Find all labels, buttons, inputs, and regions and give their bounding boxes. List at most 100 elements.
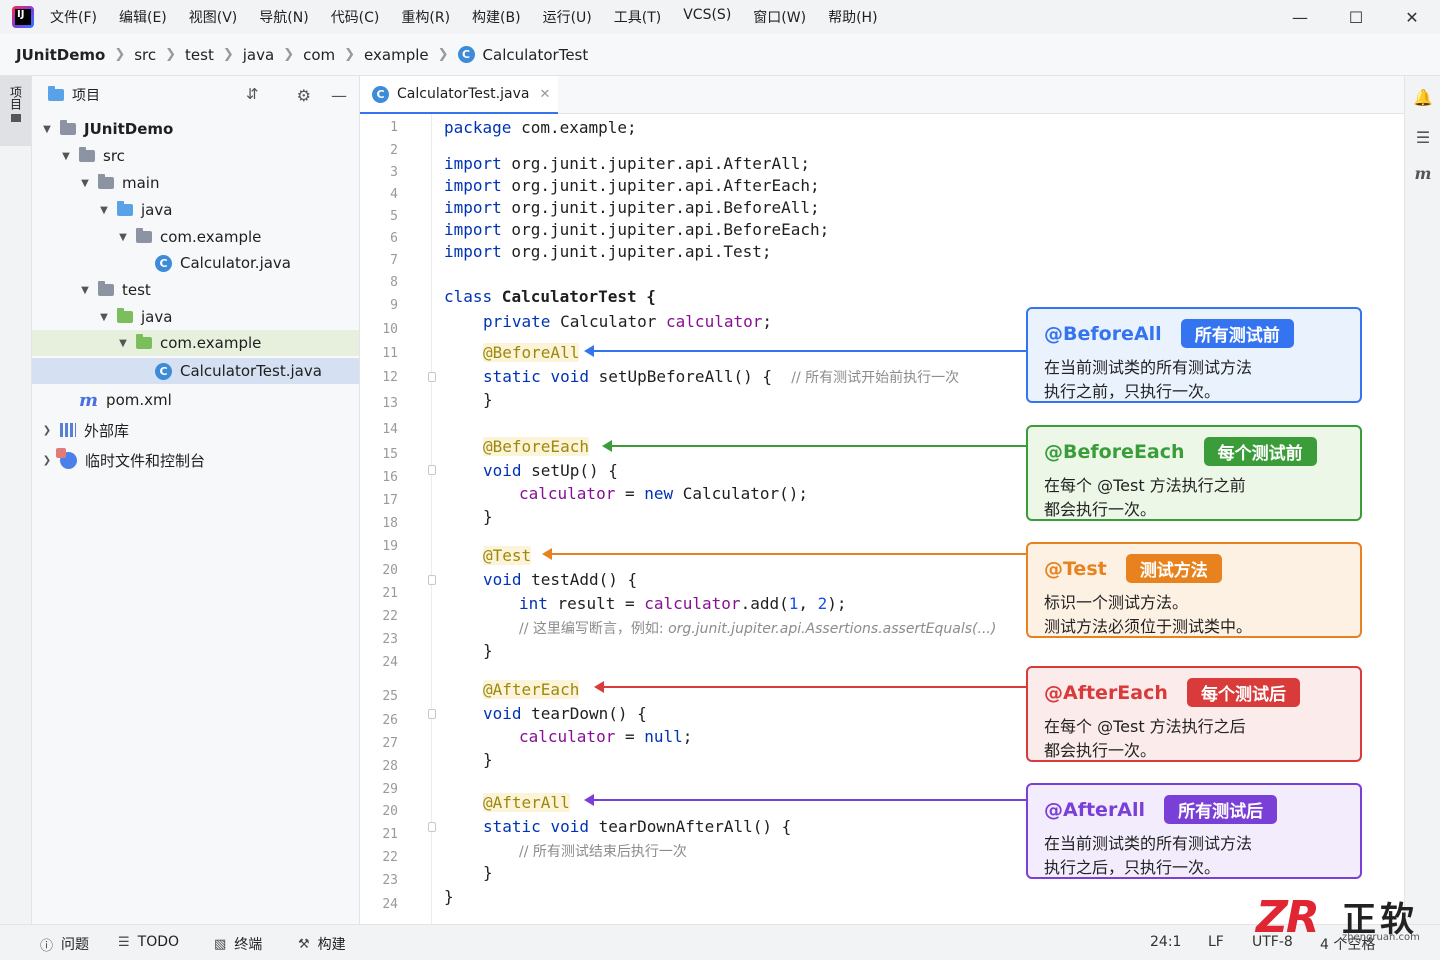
build-button[interactable]: ⚒构建 (298, 934, 346, 954)
file-encoding[interactable]: UTF-8 (1252, 934, 1293, 950)
menu-build[interactable]: 构建(B) (472, 10, 521, 26)
line-number: 20 (382, 563, 398, 578)
database-icon[interactable]: ☰ (1415, 128, 1431, 147)
chevron-down-icon[interactable]: ▼ (81, 284, 89, 296)
tree-item[interactable]: ▼main (32, 170, 359, 196)
hide-panel-icon[interactable]: — (331, 86, 347, 105)
line-number: 29 (382, 782, 398, 797)
maximize-icon[interactable]: ☐ (1348, 7, 1364, 27)
tree-item[interactable]: ▼com.example (32, 330, 359, 356)
callout-badge: 所有测试前 (1180, 319, 1294, 348)
line-number: 12 (382, 370, 398, 385)
project-tool-tab-label: 项目 (8, 86, 23, 110)
menu-run[interactable]: 运行(U) (542, 10, 592, 26)
breadcrumb-com[interactable]: com (303, 45, 336, 64)
folder-icon (98, 281, 114, 296)
notifications-icon[interactable]: 🔔 (1413, 88, 1433, 107)
close-icon[interactable]: ✕ (1405, 7, 1419, 27)
chevron-down-icon[interactable]: ▼ (62, 150, 70, 162)
app-logo-icon[interactable]: IJ (12, 6, 34, 28)
line-number: 27 (382, 736, 398, 751)
tree-item[interactable]: ▼com.example (32, 224, 359, 250)
chevron-down-icon[interactable]: ▼ (100, 204, 108, 216)
breadcrumb-java[interactable]: java (242, 45, 275, 64)
terminal-button[interactable]: ▧终端 (214, 934, 262, 954)
line-separator[interactable]: LF (1208, 934, 1224, 950)
class-icon: C (155, 254, 172, 272)
project-panel-title[interactable]: 项目 (72, 88, 100, 104)
tree-item[interactable]: ▼java (32, 304, 359, 330)
test-folder-icon (117, 308, 133, 323)
tree-item-label: src (103, 147, 125, 165)
maven-icon[interactable]: m (1414, 164, 1432, 183)
project-tool-tab[interactable]: 项目 (0, 76, 31, 146)
maven-icon: m (79, 389, 99, 411)
chevron-down-icon[interactable]: ▼ (81, 177, 89, 189)
callout-badge: 测试方法 (1125, 554, 1222, 583)
menu-navigate[interactable]: 导航(N) (259, 10, 309, 26)
menu-view[interactable]: 视图(V) (188, 10, 238, 26)
menu-vcs[interactable]: VCS(S) (683, 7, 732, 23)
class-icon: C (372, 85, 389, 103)
chevron-right-icon[interactable]: ❯ (42, 424, 52, 436)
chevron-down-icon[interactable]: ▼ (119, 337, 127, 349)
breadcrumb-test[interactable]: test (185, 45, 214, 64)
menu-edit[interactable]: 编辑(E) (118, 10, 167, 26)
annotation-test: @Test (483, 546, 532, 565)
fold-marker-icon[interactable] (428, 575, 436, 585)
minimize-icon[interactable]: — (1292, 7, 1308, 27)
tree-item[interactable]: ▼JUnitDemo (32, 116, 359, 142)
arrow-beforeeach (602, 440, 1026, 452)
editor-tab-calculatortest[interactable]: C CalculatorTest.java ✕ (360, 76, 558, 114)
tree-item[interactable]: ▼java (32, 197, 359, 223)
menu-help[interactable]: 帮助(H) (828, 10, 878, 26)
tree-item[interactable]: ▼ src (32, 143, 359, 169)
breadcrumb-src[interactable]: src (134, 45, 157, 64)
code-text: } (483, 507, 493, 526)
breadcrumb-example[interactable]: example (364, 45, 429, 64)
code-line: @AfterAll (483, 793, 570, 812)
fold-marker-icon[interactable] (428, 372, 436, 382)
line-number: 21 (382, 827, 398, 842)
indent-setting[interactable]: 4 个空格 (1320, 937, 1376, 953)
callout-badge: 所有测试后 (1164, 795, 1278, 824)
callout-desc-line: 在每个 @Test 方法执行之前 (1044, 476, 1246, 495)
chevron-right-icon[interactable]: ❯ (42, 454, 52, 466)
tree-item[interactable]: ▼test (32, 277, 359, 303)
caret-position[interactable]: 24:1 (1150, 934, 1182, 950)
tree-item-label: 临时文件和控制台 (85, 451, 206, 470)
close-tab-icon[interactable]: ✕ (539, 86, 551, 102)
code-line: private Calculator calculator; (483, 312, 772, 331)
code-line: import org.junit.jupiter.api.AfterEach; (444, 176, 820, 195)
chevron-down-icon[interactable]: ▼ (43, 123, 51, 135)
code-text: } (483, 863, 493, 882)
menu-file[interactable]: 文件(F) (50, 10, 97, 26)
expand-collapse-icon[interactable]: ⇵ (246, 85, 259, 103)
todo-button[interactable]: ☰TODO (118, 934, 179, 950)
line-number: 10 (382, 322, 398, 337)
menu-window[interactable]: 窗口(W) (753, 10, 807, 26)
code-text: , (798, 594, 818, 613)
tree-item[interactable]: ❯ 临时文件和控制台 (32, 447, 359, 473)
fold-marker-icon[interactable] (428, 822, 436, 832)
breadcrumb-class[interactable]: CalculatorTest (482, 45, 589, 64)
chevron-down-icon[interactable]: ▼ (100, 311, 108, 323)
chevron-down-icon[interactable]: ▼ (119, 231, 127, 243)
fold-marker-icon[interactable] (428, 709, 436, 719)
fold-marker-icon[interactable] (428, 465, 436, 475)
code-text: setUpBeforeAll() { (588, 367, 782, 386)
menu-code[interactable]: 代码(C) (330, 10, 380, 26)
menu-refactor[interactable]: 重构(R) (401, 10, 451, 26)
menu-tools[interactable]: 工具(T) (613, 10, 662, 26)
breadcrumb-project[interactable]: JUnitDemo (16, 45, 106, 64)
tree-item[interactable]: ❯外部库 (32, 417, 359, 443)
line-number: 19 (382, 539, 398, 554)
gear-icon[interactable]: ⚙ (296, 86, 311, 105)
code-line: calculator = null; (519, 727, 692, 746)
